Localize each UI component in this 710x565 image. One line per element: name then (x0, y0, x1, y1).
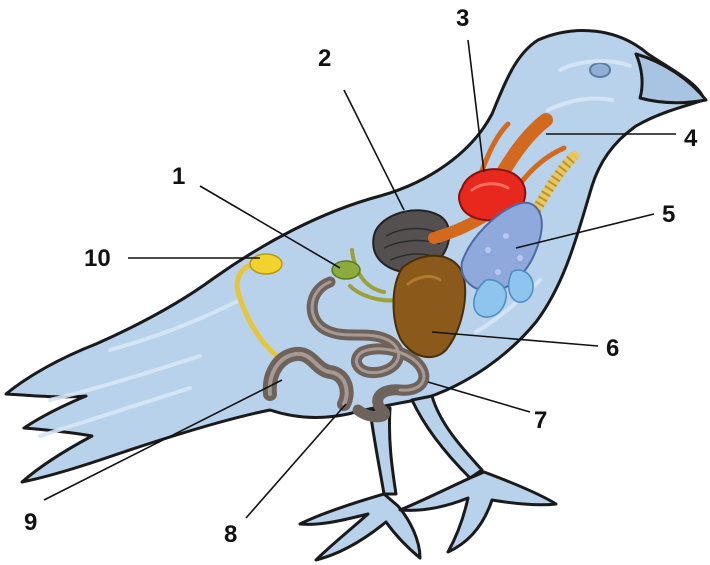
leader-line-8 (246, 404, 346, 518)
leader-line-7 (428, 382, 530, 412)
label-6: 6 (606, 335, 619, 362)
label-8: 8 (224, 521, 237, 548)
label-3: 3 (456, 5, 469, 32)
rear-foot (300, 494, 420, 560)
label-9: 9 (24, 509, 37, 536)
label-2: 2 (318, 45, 331, 72)
label-10: 10 (84, 245, 111, 272)
gall-bladder (332, 261, 360, 279)
label-1: 1 (172, 163, 185, 190)
beak (636, 54, 706, 103)
label-7: 7 (534, 407, 547, 434)
air-sac (509, 270, 533, 302)
leader-line-2 (344, 90, 404, 210)
legs-and-feet (300, 396, 556, 560)
gonad (250, 254, 282, 274)
label-4: 4 (684, 125, 698, 152)
front-foot (400, 472, 556, 552)
label-5: 5 (662, 201, 675, 228)
front-leg (412, 396, 482, 478)
eye (590, 63, 610, 77)
